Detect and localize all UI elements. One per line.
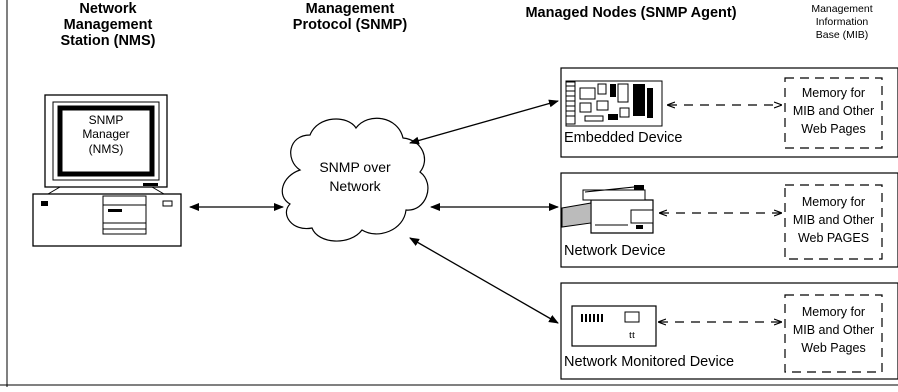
memory-label-3: Memory for MIB and Other Web Pages <box>787 303 880 357</box>
network-device-label: Network Device <box>564 243 666 259</box>
printer-icon <box>561 185 654 234</box>
nms-header-line-2: Management <box>63 16 153 33</box>
memory-2-line-2: MIB and Other <box>792 213 875 228</box>
cloud-label-line-1: SNMP over <box>319 159 391 175</box>
protocol-header: Management Protocol (SNMP) <box>275 1 425 34</box>
memory-2-line-1: Memory for <box>801 195 866 209</box>
memory-2-line-3: Web PAGES <box>797 231 870 246</box>
mib-memory-box-1 <box>784 77 883 149</box>
network-device-panel <box>560 172 898 268</box>
manager-screen-line-2: Manager <box>82 127 130 142</box>
mib-memory-box-2 <box>784 184 883 260</box>
mib-header-line-1: Management <box>811 3 873 15</box>
embedded-device-panel <box>560 67 898 158</box>
monitored-device-icon: tt <box>571 305 657 347</box>
svg-text:tt: tt <box>629 329 635 341</box>
cloud-label-line-2: Network <box>329 177 381 194</box>
memory-1-line-3: Web Pages <box>801 122 866 137</box>
mib-memory-box-3 <box>784 294 883 373</box>
memory-3-line-1: Memory for <box>801 305 866 319</box>
manager-screen-line-1: SNMP <box>88 113 124 127</box>
nms-header-line-3: Station (NMS) <box>60 32 156 49</box>
embedded-device-label: Embedded Device <box>564 130 683 146</box>
memory-label-2: Memory for MIB and Other Web PAGES <box>787 193 880 247</box>
protocol-header-line-1: Management <box>305 1 395 17</box>
circuit-board-icon <box>565 80 663 127</box>
memory-1-line-1: Memory for <box>801 86 866 100</box>
memory-label-1: Memory for MIB and Other Web Pages <box>787 84 880 138</box>
cloud-embedded-arrow <box>409 99 559 145</box>
mib-header-line-2: Information <box>815 16 869 29</box>
cloud-monitored-arrow <box>409 237 559 324</box>
network-cloud <box>281 117 429 242</box>
mib-header: Management Information Base (MIB) <box>792 3 892 42</box>
mib-header-line-3: Base (MIB) <box>815 29 869 42</box>
memory-1-line-2: MIB and Other <box>792 104 875 119</box>
memory-3-line-3: Web Pages <box>801 341 866 356</box>
computer-icon <box>32 94 182 247</box>
managed-nodes-header: Managed Nodes (SNMP Agent) <box>525 5 737 21</box>
nms-header: Network Management Station (NMS) <box>45 1 171 50</box>
nms-header-line-1: Network <box>79 1 137 17</box>
monitored-device-panel <box>560 282 898 380</box>
protocol-header-line-2: Protocol (SNMP) <box>292 16 408 33</box>
monitored-device-label: Network Monitored Device <box>564 354 735 370</box>
manager-screen-label: SNMP Manager (NMS) <box>62 113 150 156</box>
cloud-label: SNMP over Network <box>300 158 410 196</box>
manager-screen-line-3: (NMS) <box>88 141 124 156</box>
memory-3-line-2: MIB and Other <box>792 323 875 338</box>
